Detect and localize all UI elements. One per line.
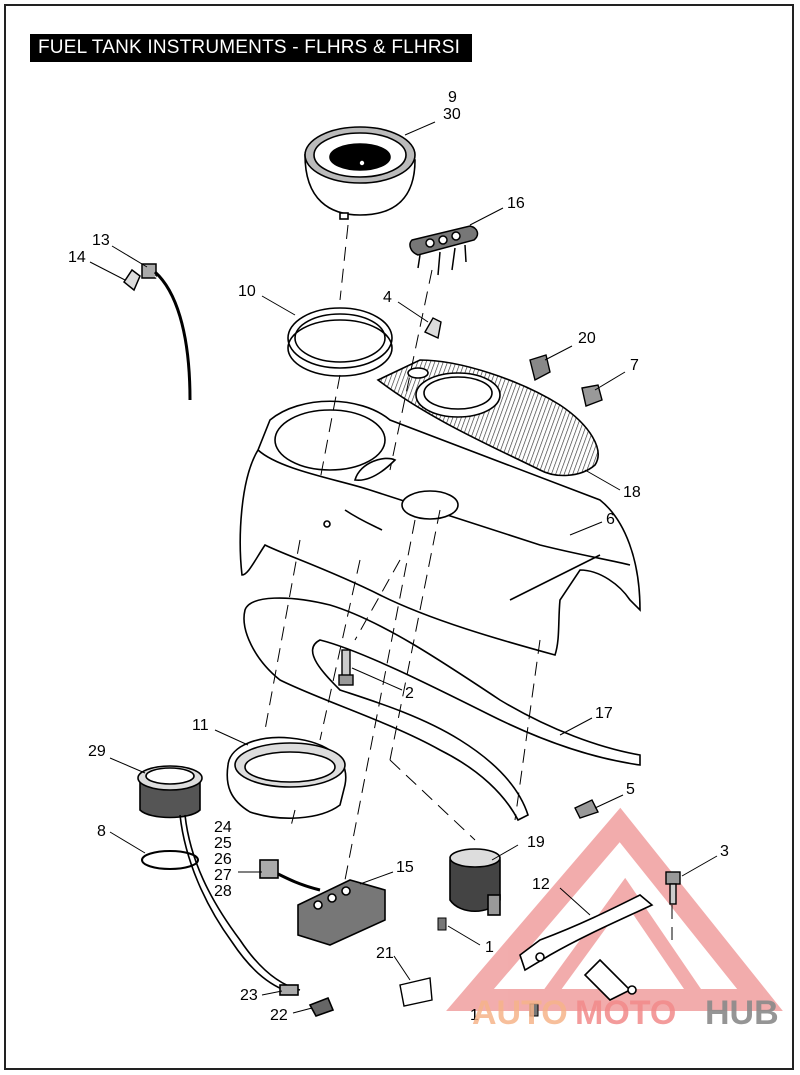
callout-26: 26	[214, 851, 232, 868]
retainer-clip	[574, 799, 599, 819]
fuel-gauge	[137, 765, 203, 819]
callout-leader-lines	[89, 121, 718, 1014]
gauge-trim-ring	[287, 307, 393, 377]
stud-bolt	[338, 649, 354, 686]
callout-19: 19	[527, 834, 545, 851]
callout-9: 9	[448, 89, 457, 106]
callout-28: 28	[214, 883, 232, 900]
callout-20: 20	[578, 330, 596, 347]
callout-18: 18	[623, 484, 641, 501]
callout-5: 5	[626, 781, 635, 798]
gauge-mounting-bracket	[226, 736, 347, 819]
callout-11: 11	[192, 717, 209, 734]
ignition-switch	[449, 848, 501, 916]
callout-numbers: 9 30 16 13 14 10 4 20 7 18 6 2 17 11 29 …	[68, 89, 729, 1024]
watermark-text: AUTO MOTO HUB	[472, 994, 779, 1032]
callout-29: 29	[88, 743, 106, 760]
callout-21: 21	[376, 945, 394, 962]
odometer-reset-switch	[122, 263, 192, 401]
diagram-title: FUEL TANK INSTRUMENTS - FLHRS & FLHRSI	[30, 34, 473, 62]
callout-27: 27	[214, 867, 232, 884]
watermark-logo-icon	[446, 807, 783, 1011]
small-screw-1	[437, 917, 447, 931]
callout-13: 13	[92, 232, 110, 249]
callout-30: 30	[443, 106, 461, 123]
o-ring	[141, 850, 199, 870]
callout-24: 24	[214, 819, 232, 836]
diagram-frame	[4, 4, 794, 1070]
screw-part	[665, 871, 681, 905]
ribbed-tank-cover	[376, 359, 599, 477]
indicator-switch-housing	[409, 225, 479, 276]
callout-14: 14	[68, 249, 86, 266]
callout-2: 2	[405, 685, 414, 702]
callout-1-lower: 1	[470, 1007, 479, 1024]
switch-module	[259, 859, 386, 946]
nut-part	[424, 317, 442, 340]
callout-16: 16	[507, 195, 525, 212]
callout-23: 23	[240, 987, 258, 1004]
mounting-strap	[519, 894, 654, 1001]
assembly-guide-lines	[264, 224, 673, 940]
watermark-part-auto: AUTO	[472, 994, 568, 1032]
callout-17: 17	[595, 705, 613, 722]
speedometer-gauge	[304, 126, 416, 220]
callout-22: 22	[270, 1007, 288, 1024]
watermark-part-hub: HUB	[705, 994, 779, 1032]
callout-15: 15	[396, 859, 414, 876]
watermark-part-moto: MOTO	[575, 994, 676, 1032]
callout-3: 3	[720, 843, 729, 860]
wiring-harness	[179, 814, 335, 1017]
callout-4: 4	[383, 289, 392, 306]
callout-25: 25	[214, 835, 232, 852]
callout-6: 6	[606, 511, 615, 528]
indicator-lamp-part	[529, 354, 551, 382]
small-screw-2	[529, 1003, 539, 1017]
fuel-tank-console	[239, 400, 641, 656]
console-gasket	[243, 597, 641, 822]
clip-part	[581, 384, 603, 407]
callout-7: 7	[630, 357, 639, 374]
callout-10: 10	[238, 283, 256, 300]
callout-8: 8	[97, 823, 106, 840]
callout-1-upper: 1	[485, 939, 494, 956]
clip-bracket	[399, 977, 433, 1007]
callout-12: 12	[532, 876, 550, 893]
